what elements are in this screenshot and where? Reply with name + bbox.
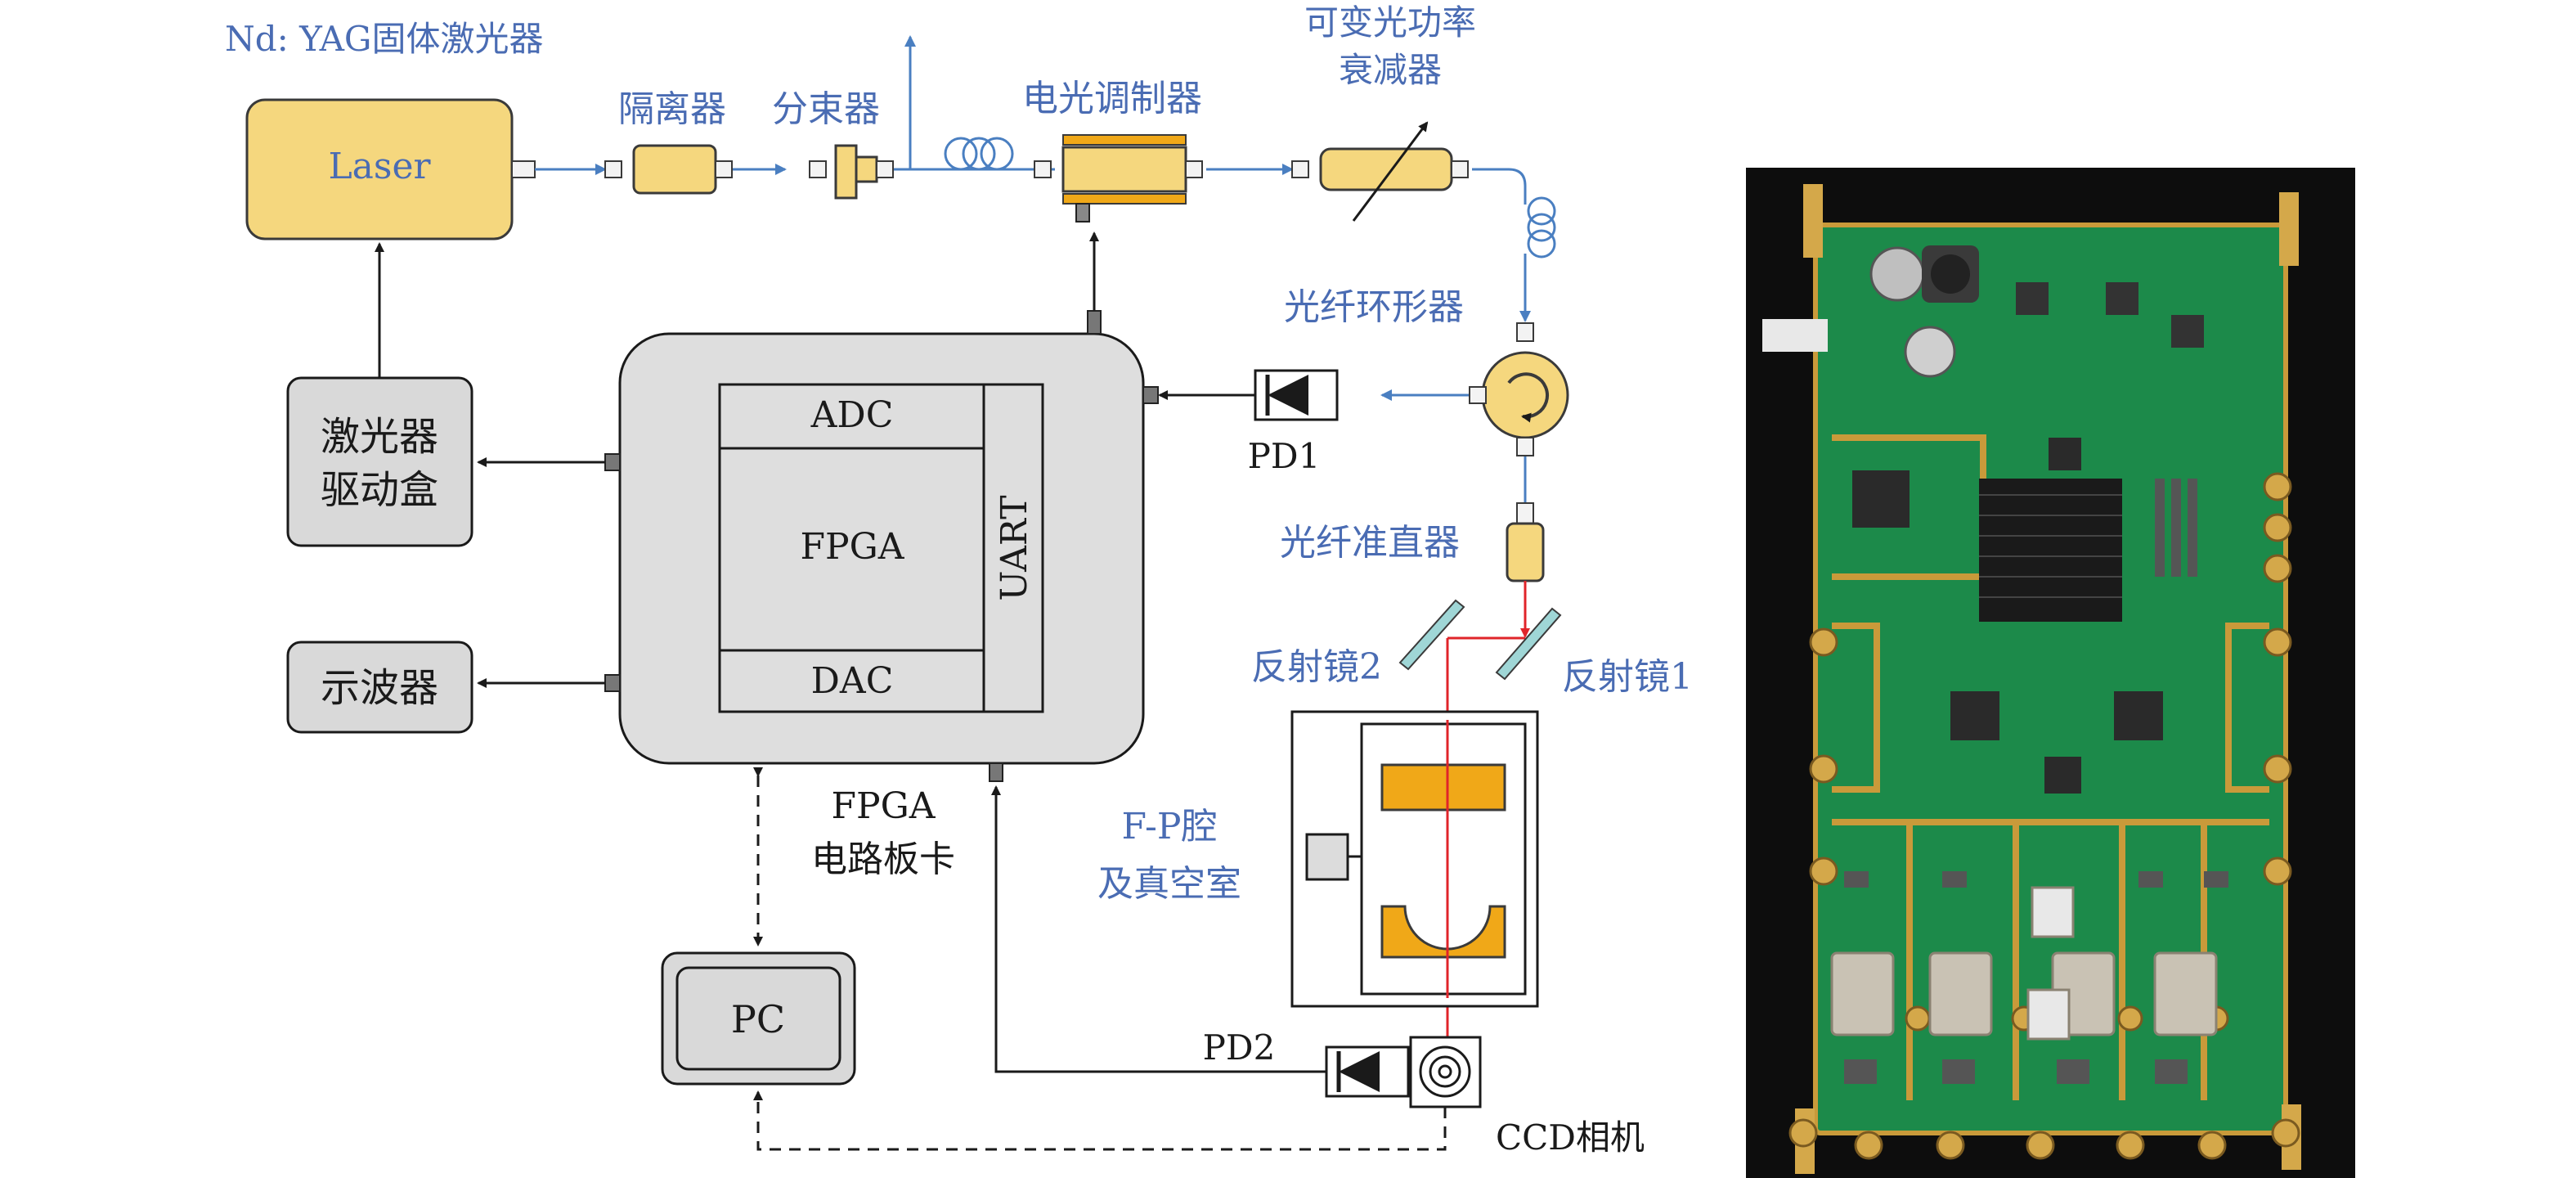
pc-label: PC: [731, 997, 785, 1041]
laser-driver-box: [286, 376, 473, 547]
pcb-passives: [1844, 479, 2228, 1084]
circulator-label: 光纤环形器: [1284, 286, 1464, 328]
driver-label-2: 驱动盒: [321, 467, 438, 513]
dashed-links: [753, 767, 1447, 1151]
laser-title: Nd: YAG固体激光器: [225, 19, 544, 59]
uart-label: UART: [994, 495, 1035, 600]
photodiode-pd2: [1325, 1045, 1410, 1098]
pcb-rf-modules: [1830, 886, 2218, 1041]
board-label-2: 电路板卡: [811, 839, 955, 880]
fp-label-2: 及真空室: [1097, 863, 1241, 905]
system-diagram: Nd: YAG固体激光器 Laser 隔离器 分束器: [225, 2, 1693, 1158]
ccd-camera: [1409, 1036, 1482, 1108]
eo-modulator: [1034, 134, 1203, 223]
isolator-label: 隔离器: [618, 88, 726, 130]
fpga-board-photo: [1746, 168, 2355, 1178]
fp-label-1: F-P腔: [1121, 806, 1217, 848]
pcb-heatsink: [1979, 479, 2122, 622]
board-label-1: FPGA: [831, 785, 936, 827]
collimator-label: 光纤准直器: [1280, 522, 1460, 564]
laser-box-label: Laser: [328, 146, 431, 187]
fiber-coil-right-icon: [1527, 196, 1556, 259]
pd2-to-board-line: [991, 785, 1326, 1073]
eo-modulator-label: 电光调制器: [1022, 78, 1202, 119]
oscilloscope-box: [286, 641, 473, 734]
driver-label-1: 激光器: [321, 414, 438, 460]
mirror-2: [1398, 599, 1465, 671]
collimator: [1506, 502, 1545, 582]
splitter: [809, 144, 894, 200]
dac-label: DAC: [811, 660, 894, 702]
pc-box: [661, 951, 856, 1086]
mirror2-label: 反射镜2: [1251, 646, 1382, 688]
pcb-board: [1813, 223, 2288, 1135]
attenuator-label-1: 可变光功率: [1304, 2, 1476, 43]
pcb-chips: [1852, 438, 2163, 794]
splitter-label: 分束器: [772, 88, 880, 130]
pcb-rf-connectors: [1788, 472, 2300, 1160]
circulator: [1469, 322, 1569, 456]
attenuator: [1291, 121, 1469, 222]
adc-label: ADC: [810, 394, 894, 436]
laser-box: Laser: [245, 98, 536, 241]
attenuator-label-2: 衰减器: [1339, 50, 1442, 90]
oscilloscope-label: 示波器: [321, 665, 438, 711]
mirror-1: [1495, 607, 1562, 681]
fp-cavity-vacuum-chamber: [1290, 710, 1539, 1008]
pcb-top-components: [1762, 245, 2204, 378]
photodiode-pd1: [1254, 369, 1339, 421]
pd1-label: PD1: [1248, 436, 1321, 476]
mirror1-label: 反射镜1: [1562, 656, 1693, 698]
fpga-board: [604, 310, 1159, 782]
pd2-label: PD2: [1203, 1027, 1276, 1068]
ccd-label: CCD相机: [1496, 1117, 1645, 1158]
fpga-label: FPGA: [800, 526, 904, 568]
isolator: [604, 144, 733, 195]
fiber-coil-icon: [944, 137, 1014, 171]
